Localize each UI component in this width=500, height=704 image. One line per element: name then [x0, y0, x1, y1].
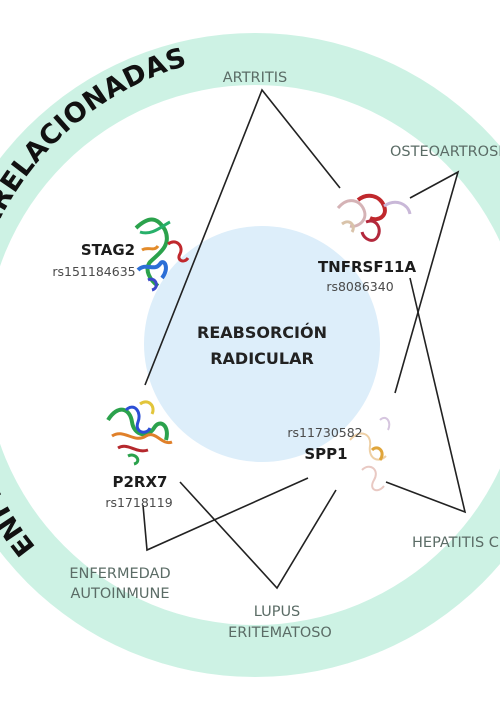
link-lupus — [179, 481, 337, 590]
gene-p2rx7-snp: rs1718119 — [105, 495, 172, 510]
gene-stag2-name: STAG2 — [81, 241, 135, 259]
disease-enfermedad-line2: AUTOINMUNE — [70, 586, 169, 602]
link-artritis — [144, 88, 341, 386]
protein-structure-icon — [134, 217, 190, 292]
gene-tnfrsf11a-snp: rs8086340 — [326, 279, 393, 294]
disease-osteoartrosis: OSTEOARTROSIS — [390, 144, 500, 160]
disease-hepatitis-c: HEPATITIS C — [412, 535, 499, 551]
gene-stag2-snp: rs151184635 — [52, 264, 135, 279]
center-circle — [144, 226, 380, 462]
link-osteoartrosis — [394, 170, 460, 394]
disease-lupus-line2: ERITEMATOSO — [228, 625, 332, 641]
center-label-line2: RADICULAR — [210, 349, 314, 368]
protein-structure-icon — [336, 193, 412, 242]
center-label-line1: REABSORCIÓN — [197, 323, 327, 342]
gene-spp1-name: SPP1 — [304, 445, 347, 463]
gene-p2rx7-name: P2RX7 — [113, 473, 168, 491]
disease-artritis: ARTRITIS — [223, 70, 288, 86]
gene-tnfrsf11a-name: TNFRSF11A — [318, 258, 417, 276]
link-lines — [142, 88, 467, 590]
protein-structure-icon — [106, 400, 173, 466]
disease-lupus-line1: LUPUS — [254, 604, 301, 620]
link-hepatitis — [385, 277, 467, 514]
disease-labels: ARTRITIS OSTEOARTROSIS HEPATITIS C LUPUS… — [69, 70, 500, 641]
disease-enfermedad-line1: ENFERMEDAD — [69, 566, 170, 582]
gene-spp1-snp: rs11730582 — [287, 425, 362, 440]
protein-structure-icon — [349, 416, 391, 492]
link-enfermedad — [142, 477, 309, 552]
